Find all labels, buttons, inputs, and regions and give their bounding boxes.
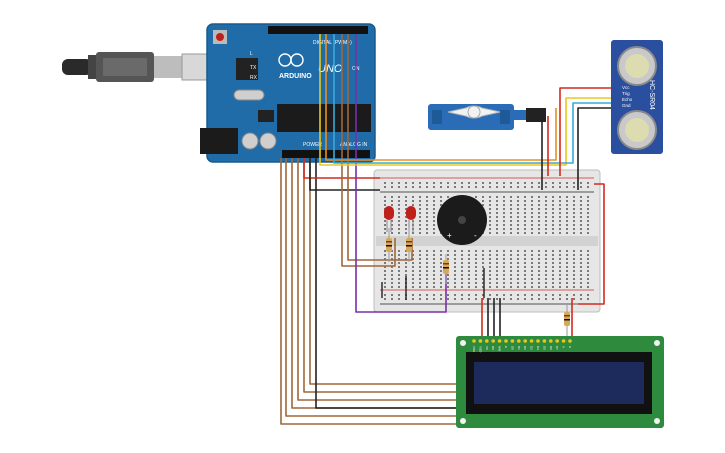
lcd-pin-label: D6: [549, 346, 553, 350]
lcd-pin: [555, 339, 559, 343]
led-label-tx: TX: [250, 65, 257, 71]
lcd-pin: [497, 339, 502, 343]
arduino-brand: ARDUINO: [279, 73, 312, 80]
sensor-pin-vcc: Vcc: [622, 85, 630, 90]
power-label: POWER: [303, 142, 322, 148]
lcd-pin-label: E: [504, 346, 508, 348]
lcd-pin-label: A: [562, 346, 566, 348]
lcd-pin: [568, 339, 572, 343]
lcd-pin-label: D3: [530, 346, 534, 350]
lcd-pin: [536, 339, 540, 343]
lcd-pin-label: D0: [510, 346, 514, 350]
lcd-pin-label: D1: [517, 346, 521, 350]
wire-cyan-echo: [333, 34, 612, 164]
resistor-led-left: [386, 228, 392, 262]
wire-lcd-2: [285, 158, 462, 417]
lcd-pin: [485, 339, 489, 343]
wire-lcd-1: [280, 158, 462, 425]
lcd-pin-label: K: [568, 346, 572, 348]
lcd-pin: [523, 339, 527, 343]
wire-lcd-gnd: [315, 158, 462, 409]
buzzer-minus: -: [474, 231, 477, 240]
digital-header: [268, 26, 368, 34]
sensor-pin-trig: Trig: [622, 91, 630, 96]
lcd-pin-label: D5: [542, 346, 546, 350]
wire-lcd-5: [303, 158, 462, 393]
breadboard-jumpers: [381, 268, 485, 300]
reset-button: [216, 33, 224, 41]
lcd-pin-label: V0: [485, 346, 489, 350]
lcd-screen: [474, 362, 644, 404]
led-left: [384, 206, 394, 232]
lcd-pin-label: VDD: [478, 346, 482, 353]
analog-label: ANALOG IN: [340, 142, 368, 148]
lcd-pin-label: D4: [536, 346, 540, 350]
wire-lcd-4: [297, 158, 462, 401]
lcd-pin-label: RS: [491, 346, 495, 350]
wire-led-1: [341, 34, 396, 267]
wire-5v-rail: [303, 158, 380, 179]
lcd-pin: [478, 339, 483, 343]
lcd-pin: [549, 339, 553, 343]
arduino-model: UNO: [318, 63, 343, 75]
led-label-rx: RX: [250, 75, 258, 81]
lcd-pin: [542, 339, 547, 343]
lcd-pin: [472, 339, 476, 343]
resistor-buzzer: [443, 254, 449, 284]
resistor-lcd: [564, 304, 570, 340]
servo-motor: [428, 104, 546, 130]
lcd-pin: [510, 339, 515, 343]
wires: [280, 34, 612, 425]
piezo-buzzer: + -: [437, 195, 487, 245]
usb-cable: [62, 52, 213, 82]
lcd-pin-label: RW: [498, 346, 502, 351]
wire-orange-servo: [325, 34, 557, 161]
led-label-l: L: [250, 51, 253, 57]
wire-sensor-gnd: [577, 107, 612, 190]
resistor-led-right: [406, 228, 412, 262]
wire-sensor-vcc: [559, 87, 612, 176]
lcd-pin: [561, 339, 566, 343]
sensor-model: HC-SR04: [648, 80, 655, 110]
lcd-pin: [517, 339, 521, 343]
sensor-pin-echo: Echo: [622, 97, 633, 102]
wire-buzzer: [355, 34, 447, 313]
lcd-pin-label: VSS: [472, 346, 476, 352]
digital-label: DIGITAL (PWM~): [313, 40, 352, 46]
sensor-pin-gnd: Gnd: [622, 103, 631, 108]
breadboard: [373, 169, 601, 313]
ultrasonic-sensor: HC-SR04 Vcc Trig Echo Gnd: [611, 40, 663, 154]
wire-rail-bridge-red: [578, 183, 605, 305]
wire-lcd-6: [309, 158, 462, 385]
wire-yellow-trig: [319, 34, 612, 166]
lcd-pin-label: D7: [555, 346, 559, 350]
lcd-pin: [529, 339, 534, 343]
buzzer-plus: +: [447, 231, 452, 240]
lcd-pin-label: D2: [523, 346, 527, 350]
lcd-pin: [491, 339, 496, 343]
lcd-pin: [504, 339, 508, 343]
